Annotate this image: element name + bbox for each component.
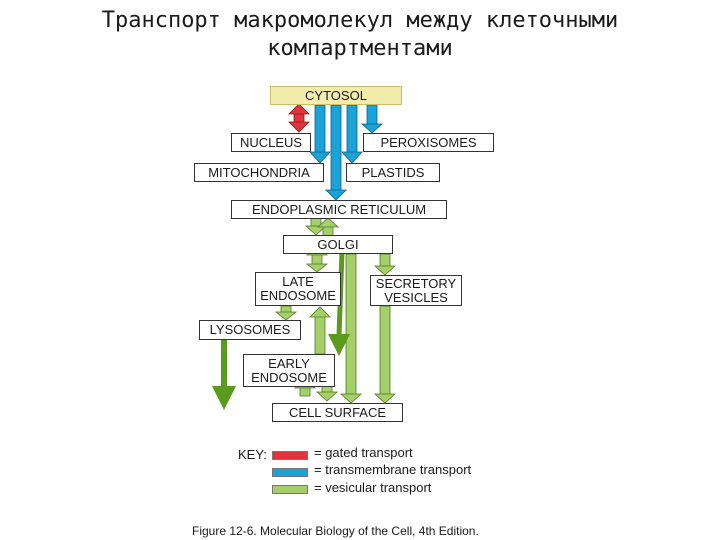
gated-arrow-cytosol-nucleus: [288, 103, 310, 133]
slide-title-line-1: Транспорт макромолекул между клеточными: [101, 8, 619, 33]
secretory-label-1: SECRETORY: [375, 275, 457, 291]
overlay-arrow-lysosomes-down: [212, 340, 236, 410]
key-swatch-transmembrane: [272, 468, 308, 477]
vesicular-arrow-early-late-endosome: [309, 306, 331, 355]
key-swatch-gated: [272, 451, 308, 460]
early-endosome-label-1: EARLY: [268, 355, 310, 371]
late-endosome-label-2: ENDOSOME: [260, 288, 336, 303]
transmembrane-arrow-to-plastids: [341, 104, 363, 164]
late-endosome-label-1: LATE: [282, 274, 314, 289]
cytosol-box: CYTOSOL: [270, 86, 402, 105]
er-box: ENDOPLASMIC RETICULUM: [231, 200, 447, 219]
late-endosome-box: LATE ENDOSOME: [255, 272, 341, 306]
transmembrane-arrow-to-peroxisomes: [360, 104, 384, 134]
figure-caption: Figure 12-6. Molecular Biology of the Ce…: [192, 524, 479, 538]
peroxisomes-label: PEROXISOMES: [380, 134, 477, 150]
golgi-label: GOLGI: [317, 236, 359, 252]
early-endosome-box: EARLY ENDOSOME: [243, 354, 335, 387]
cell-surface-label: CELL SURFACE: [288, 404, 387, 420]
plastids-label: PLASTIDS: [361, 164, 425, 180]
cytosol-label: CYTOSOL: [305, 87, 367, 103]
secretory-vesicles-box: SECRETORY VESICLES: [370, 275, 462, 306]
secretory-label-2: VESICLES: [384, 289, 448, 305]
vesicular-arrow-late-endosome-lysosomes: [274, 305, 298, 321]
vesicular-arrow-golgi-er: [316, 217, 340, 237]
transmembrane-arrow-to-er: [325, 104, 347, 201]
early-endosome-label-2: ENDOSOME: [251, 369, 327, 385]
cell-surface-box: CELL SURFACE: [272, 403, 403, 422]
plastids-box: PLASTIDS: [346, 163, 440, 182]
nucleus-label: NUCLEUS: [239, 134, 303, 150]
vesicular-arrow-secretory-cell-surface: [373, 305, 397, 404]
key-title: KEY:: [238, 447, 267, 462]
vesicular-arrow-early-endosome-cell-surface: [315, 385, 339, 402]
key-text-transmembrane: = transmembrane transport: [314, 462, 472, 477]
vesicular-arrow-golgi-secretory: [373, 253, 397, 276]
transmembrane-arrow-to-mitochondria: [309, 104, 331, 164]
slide-title-line-2: компартментами: [267, 36, 453, 61]
er-label: ENDOPLASMIC RETICULUM: [251, 201, 427, 217]
lysosomes-label: LYSOSOMES: [209, 322, 291, 337]
key-text-vesicular: = vesicular transport: [314, 480, 432, 495]
mitochondria-box: MITOCHONDRIA: [194, 163, 324, 182]
vesicular-arrow-golgi-cell-surface: [339, 253, 363, 404]
mitochondria-label: MITOCHONDRIA: [208, 164, 310, 180]
peroxisomes-box: PEROXISOMES: [363, 133, 494, 152]
golgi-box: GOLGI: [283, 235, 393, 254]
key-text-gated: = gated transport: [314, 445, 413, 460]
nucleus-box: NUCLEUS: [231, 133, 311, 152]
lysosomes-box: LYSOSOMES: [199, 320, 301, 340]
key-swatch-vesicular: [272, 485, 308, 494]
